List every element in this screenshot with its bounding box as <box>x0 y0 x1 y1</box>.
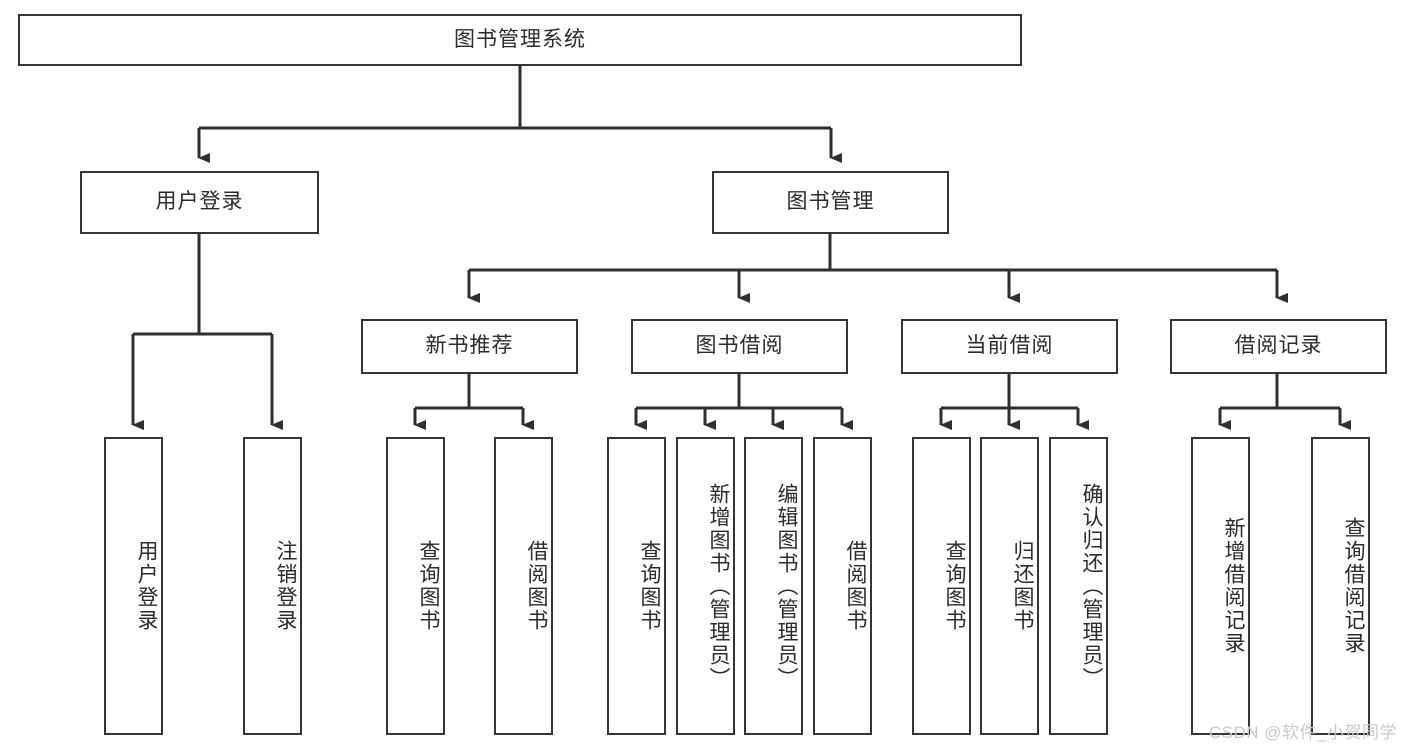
leaf-user-login-login[interactable]: 用户登录 <box>104 437 163 735</box>
leaf-record-add-record[interactable]: 新增借阅记录 <box>1191 437 1250 735</box>
node-root-book-management-system[interactable]: 图书管理系统 <box>18 14 1022 66</box>
node-label: 查询借阅记录 <box>1342 517 1365 655</box>
node-borrow-record[interactable]: 借阅记录 <box>1170 319 1387 374</box>
leaf-borrow-add-book-admin[interactable]: 新增图书（管理员） <box>676 437 735 735</box>
node-label: 归还图书 <box>1011 540 1034 632</box>
leaf-current-return-book[interactable]: 归还图书 <box>980 437 1039 735</box>
node-label: 借阅记录 <box>1234 334 1323 358</box>
leaf-record-query-record[interactable]: 查询借阅记录 <box>1311 437 1370 735</box>
leaf-borrow-query-book[interactable]: 查询图书 <box>607 437 666 735</box>
node-label: 用户登录 <box>155 190 244 214</box>
node-label: 查询图书 <box>943 540 966 632</box>
leaf-borrow-borrow-book[interactable]: 借阅图书 <box>813 437 872 735</box>
leaf-new-book-borrow[interactable]: 借阅图书 <box>494 437 553 735</box>
node-label: 新书推荐 <box>425 334 514 358</box>
node-label: 新增图书（管理员） <box>707 482 730 690</box>
node-label: 查询图书 <box>638 540 661 632</box>
node-label: 当前借阅 <box>965 334 1054 358</box>
node-label: 注销登录 <box>274 540 297 632</box>
node-label: 新增借阅记录 <box>1222 517 1245 655</box>
leaf-current-query-book[interactable]: 查询图书 <box>912 437 971 735</box>
leaf-borrow-edit-book-admin[interactable]: 编辑图书（管理员） <box>744 437 803 735</box>
node-label: 借阅图书 <box>525 540 548 632</box>
node-label: 确认归还（管理员） <box>1080 482 1103 690</box>
node-book-management[interactable]: 图书管理 <box>712 171 949 234</box>
node-current-borrow[interactable]: 当前借阅 <box>901 319 1118 374</box>
node-book-borrow[interactable]: 图书借阅 <box>631 319 848 374</box>
node-label: 用户登录 <box>135 540 158 632</box>
leaf-new-book-query[interactable]: 查询图书 <box>386 437 445 735</box>
node-label: 图书借阅 <box>695 334 784 358</box>
node-label: 查询图书 <box>417 540 440 632</box>
node-label: 图书管理系统 <box>454 27 586 51</box>
leaf-user-login-logout[interactable]: 注销登录 <box>243 437 302 735</box>
node-label: 图书管理 <box>786 190 875 214</box>
node-label: 借阅图书 <box>844 540 867 632</box>
csdn-watermark: CSDN @软件_小贺同学 <box>1208 723 1397 742</box>
node-new-book-recommend[interactable]: 新书推荐 <box>361 319 578 374</box>
leaf-current-confirm-return-admin[interactable]: 确认归还（管理员） <box>1049 437 1108 735</box>
node-user-login[interactable]: 用户登录 <box>80 171 319 234</box>
node-label: 编辑图书（管理员） <box>775 482 798 690</box>
